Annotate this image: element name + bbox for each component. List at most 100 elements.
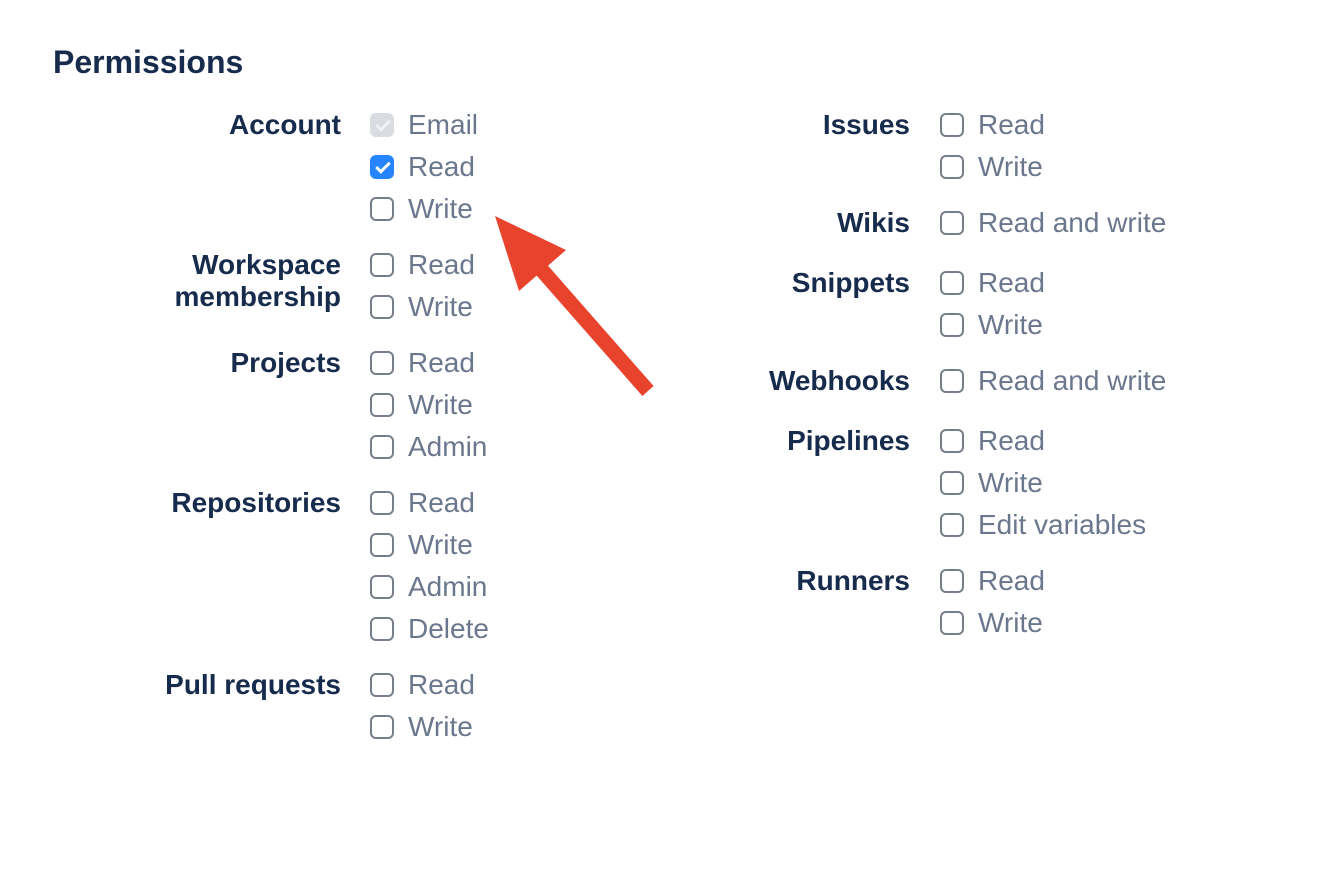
permission-group-wikis: Wikis Read and write xyxy=(700,207,1200,239)
checkbox-projects-read[interactable] xyxy=(370,351,394,375)
permission-group-webhooks: Webhooks Read and write xyxy=(700,365,1200,397)
option-pull-requests-write[interactable]: Write xyxy=(370,711,475,742)
group-label-webhooks: Webhooks xyxy=(768,365,910,396)
option-label: Delete xyxy=(408,613,489,644)
permission-group-workspace-membership: Workspace membership Read Write xyxy=(53,249,620,321)
option-webhooks-read-and-write[interactable]: Read and write xyxy=(940,367,1166,395)
option-repositories-admin[interactable]: Admin xyxy=(370,571,489,602)
option-label: Read xyxy=(978,109,1045,140)
option-list: Read Write xyxy=(940,267,1045,340)
option-label: Write xyxy=(978,309,1043,340)
option-list: Read Write Edit variables xyxy=(940,425,1146,539)
checkbox-repositories-delete[interactable] xyxy=(370,617,394,641)
option-pipelines-edit-variables[interactable]: Edit variables xyxy=(940,511,1146,539)
group-label-wikis: Wikis xyxy=(837,207,910,238)
option-label: Read xyxy=(978,425,1045,456)
option-snippets-read[interactable]: Read xyxy=(940,267,1045,298)
option-repositories-read[interactable]: Read xyxy=(370,487,489,518)
checkbox-workspace-read[interactable] xyxy=(370,253,394,277)
option-pipelines-write[interactable]: Write xyxy=(940,467,1146,498)
option-label: Read xyxy=(408,347,475,378)
option-list: Email Read Write xyxy=(370,109,479,223)
permission-group-projects: Projects Read Write Admin xyxy=(53,347,620,461)
option-list: Read Write xyxy=(940,565,1045,638)
permissions-column-right: Issues Read Write Wikis Read and write xyxy=(700,109,1200,739)
permission-group-runners: Runners Read Write xyxy=(700,565,1200,638)
checkbox-account-email[interactable] xyxy=(370,113,394,137)
checkbox-account-read[interactable] xyxy=(370,155,394,179)
permission-group-snippets: Snippets Read Write xyxy=(700,267,1200,340)
option-label: Read xyxy=(978,565,1045,596)
group-label-account: Account xyxy=(229,109,341,140)
checkbox-projects-write[interactable] xyxy=(370,393,394,417)
option-account-write[interactable]: Write xyxy=(370,195,478,223)
option-list: Read Write Admin Delete xyxy=(370,487,489,644)
option-pipelines-read[interactable]: Read xyxy=(940,425,1146,456)
group-label-runners: Runners xyxy=(796,565,910,596)
option-list: Read Write Admin xyxy=(370,347,487,461)
option-label: Write xyxy=(978,467,1043,498)
checkbox-snippets-read[interactable] xyxy=(940,271,964,295)
option-label: Admin xyxy=(408,571,488,602)
option-pull-requests-read[interactable]: Read xyxy=(370,671,475,699)
option-repositories-write[interactable]: Write xyxy=(370,531,489,559)
option-issues-write[interactable]: Write xyxy=(940,151,1045,182)
permission-group-issues: Issues Read Write xyxy=(700,109,1200,182)
option-list: Read Write xyxy=(370,671,475,742)
option-runners-read[interactable]: Read xyxy=(940,565,1045,596)
option-label: Write xyxy=(408,389,473,420)
option-account-read[interactable]: Read xyxy=(370,151,478,182)
permission-group-account: Account Email Read Write xyxy=(53,109,620,223)
checkbox-issues-read[interactable] xyxy=(940,113,964,137)
option-projects-read[interactable]: Read xyxy=(370,347,487,378)
option-snippets-write[interactable]: Write xyxy=(940,309,1045,340)
option-workspace-write[interactable]: Write xyxy=(370,293,475,321)
option-label: Read xyxy=(408,249,475,280)
option-label: Write xyxy=(978,607,1043,638)
checkbox-pipelines-read[interactable] xyxy=(940,429,964,453)
checkbox-pull-requests-read[interactable] xyxy=(370,673,394,697)
checkbox-wikis-read-and-write[interactable] xyxy=(940,211,964,235)
option-list: Read Write xyxy=(370,249,475,321)
checkbox-snippets-write[interactable] xyxy=(940,313,964,337)
checkbox-workspace-write[interactable] xyxy=(370,295,394,319)
option-label: Read xyxy=(978,267,1045,298)
option-runners-write[interactable]: Write xyxy=(940,607,1045,638)
group-label-pipelines: Pipelines xyxy=(787,425,910,456)
checkbox-issues-write[interactable] xyxy=(940,155,964,179)
option-label: Write xyxy=(978,151,1043,182)
option-account-email[interactable]: Email xyxy=(370,109,479,140)
permission-group-pull-requests: Pull requests Read Write xyxy=(53,669,620,742)
option-repositories-delete[interactable]: Delete xyxy=(370,613,489,644)
option-label: Read xyxy=(408,151,475,182)
checkbox-runners-write[interactable] xyxy=(940,611,964,635)
checkbox-pipelines-write[interactable] xyxy=(940,471,964,495)
checkbox-repositories-write[interactable] xyxy=(370,533,394,557)
option-wikis-read-and-write[interactable]: Read and write xyxy=(940,207,1167,238)
checkbox-repositories-admin[interactable] xyxy=(370,575,394,599)
checkbox-repositories-read[interactable] xyxy=(370,491,394,515)
option-issues-read[interactable]: Read xyxy=(940,109,1045,140)
option-label: Read xyxy=(408,487,475,518)
option-projects-write[interactable]: Write xyxy=(370,389,487,420)
option-projects-admin[interactable]: Admin xyxy=(370,433,487,461)
checkbox-pipelines-edit-variables[interactable] xyxy=(940,513,964,537)
permissions-column-left: Account Email Read Write Workspace membe… xyxy=(53,109,620,742)
checkbox-account-write[interactable] xyxy=(370,197,394,221)
group-label-issues: Issues xyxy=(822,109,910,140)
checkbox-pull-requests-write[interactable] xyxy=(370,715,394,739)
option-label: Write xyxy=(408,711,473,742)
option-list: Read and write xyxy=(940,207,1167,238)
group-label-repositories: Repositories xyxy=(171,487,341,518)
group-label-pull-requests: Pull requests xyxy=(165,669,341,700)
checkbox-projects-admin[interactable] xyxy=(370,435,394,459)
checkbox-runners-read[interactable] xyxy=(940,569,964,593)
option-workspace-read[interactable]: Read xyxy=(370,249,475,280)
checkbox-webhooks-read-and-write[interactable] xyxy=(940,369,964,393)
option-label: Email xyxy=(408,109,479,140)
permissions-form: Account Email Read Write Workspace membe… xyxy=(0,109,1322,742)
group-label-workspace-membership: Workspace membership xyxy=(174,249,342,312)
option-label: Read and write xyxy=(978,207,1167,238)
permission-group-repositories: Repositories Read Write Admin Delete xyxy=(53,487,620,644)
group-label-projects: Projects xyxy=(230,347,342,378)
